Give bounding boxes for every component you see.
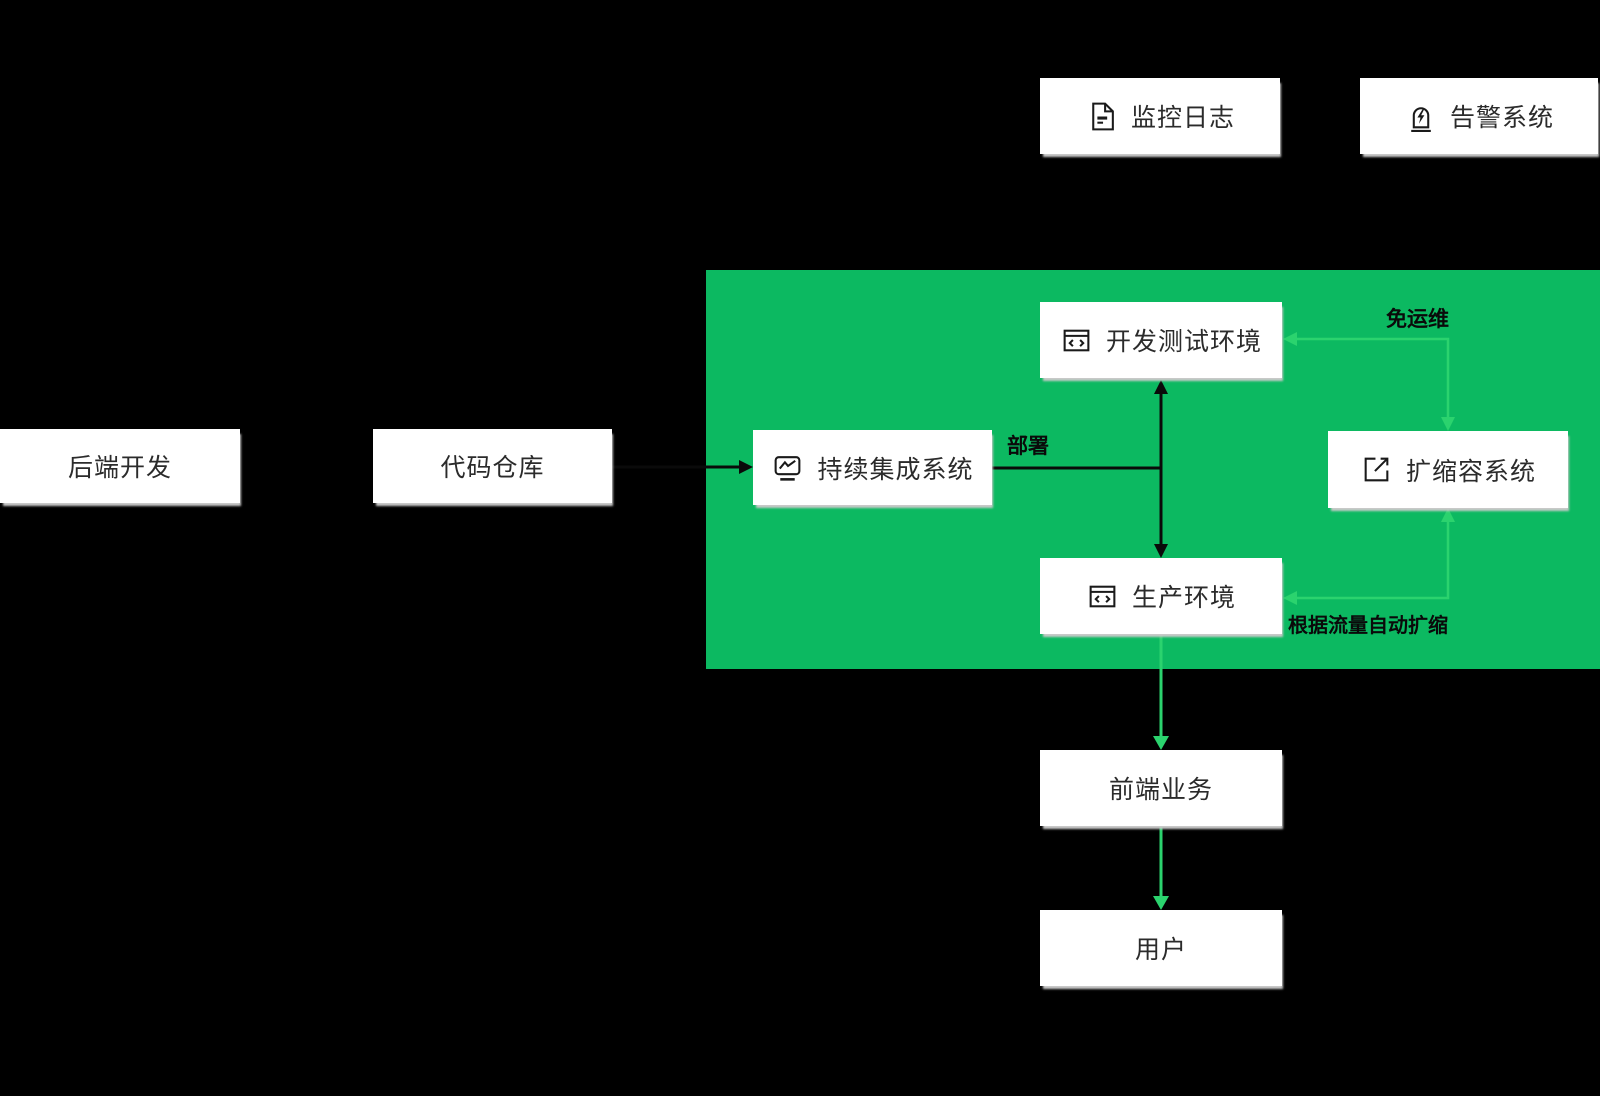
node-ci-system: 持续集成系统 [753,430,992,505]
node-label: 前端业务 [1108,776,1213,804]
activity-monitor-icon [775,456,801,481]
node-label: 开发测试环境 [1105,328,1262,356]
browser-window-icon [1089,585,1116,607]
node-label: 生产环境 [1131,584,1236,612]
arrow-scaler-devtest [1283,332,1455,431]
node-monitor-logs: 监控日志 [1040,78,1280,154]
arrow-ci-deploy [992,380,1168,558]
edge-label-free-ops: 免运维 [1386,308,1449,331]
node-production-env: 生产环境 [1040,558,1282,634]
alarm-siren-icon [1411,106,1431,132]
node-code-repo: 代码仓库 [373,429,612,503]
node-user: 用户 [1040,910,1282,986]
node-label: 用户 [1134,936,1187,964]
node-autoscaling-system: 扩缩容系统 [1328,431,1568,508]
node-backend-dev: 后端开发 [0,429,240,503]
arrow-repo-to-ci [612,460,753,474]
node-label: 告警系统 [1449,104,1554,132]
scale-out-icon [1364,457,1389,482]
browser-window-icon [1063,329,1090,351]
node-label: 扩缩容系统 [1405,457,1536,486]
node-alert-system: 告警系统 [1360,78,1598,154]
node-frontend-service: 前端业务 [1040,750,1282,826]
arrow-prod-frontend [1153,634,1169,750]
log-file-icon [1092,102,1114,130]
node-label: 持续集成系统 [817,455,974,484]
edge-label-deploy: 部署 [1007,435,1049,458]
node-devtest-env: 开发测试环境 [1040,302,1282,378]
node-label: 监控日志 [1130,104,1235,132]
arrow-frontend-user [1153,826,1169,910]
node-label: 后端开发 [67,454,172,482]
edge-label-auto-scale: 根据流量自动扩缩 [1288,615,1448,637]
node-label: 代码仓库 [440,454,545,482]
arrow-scaler-prod [1283,508,1455,605]
